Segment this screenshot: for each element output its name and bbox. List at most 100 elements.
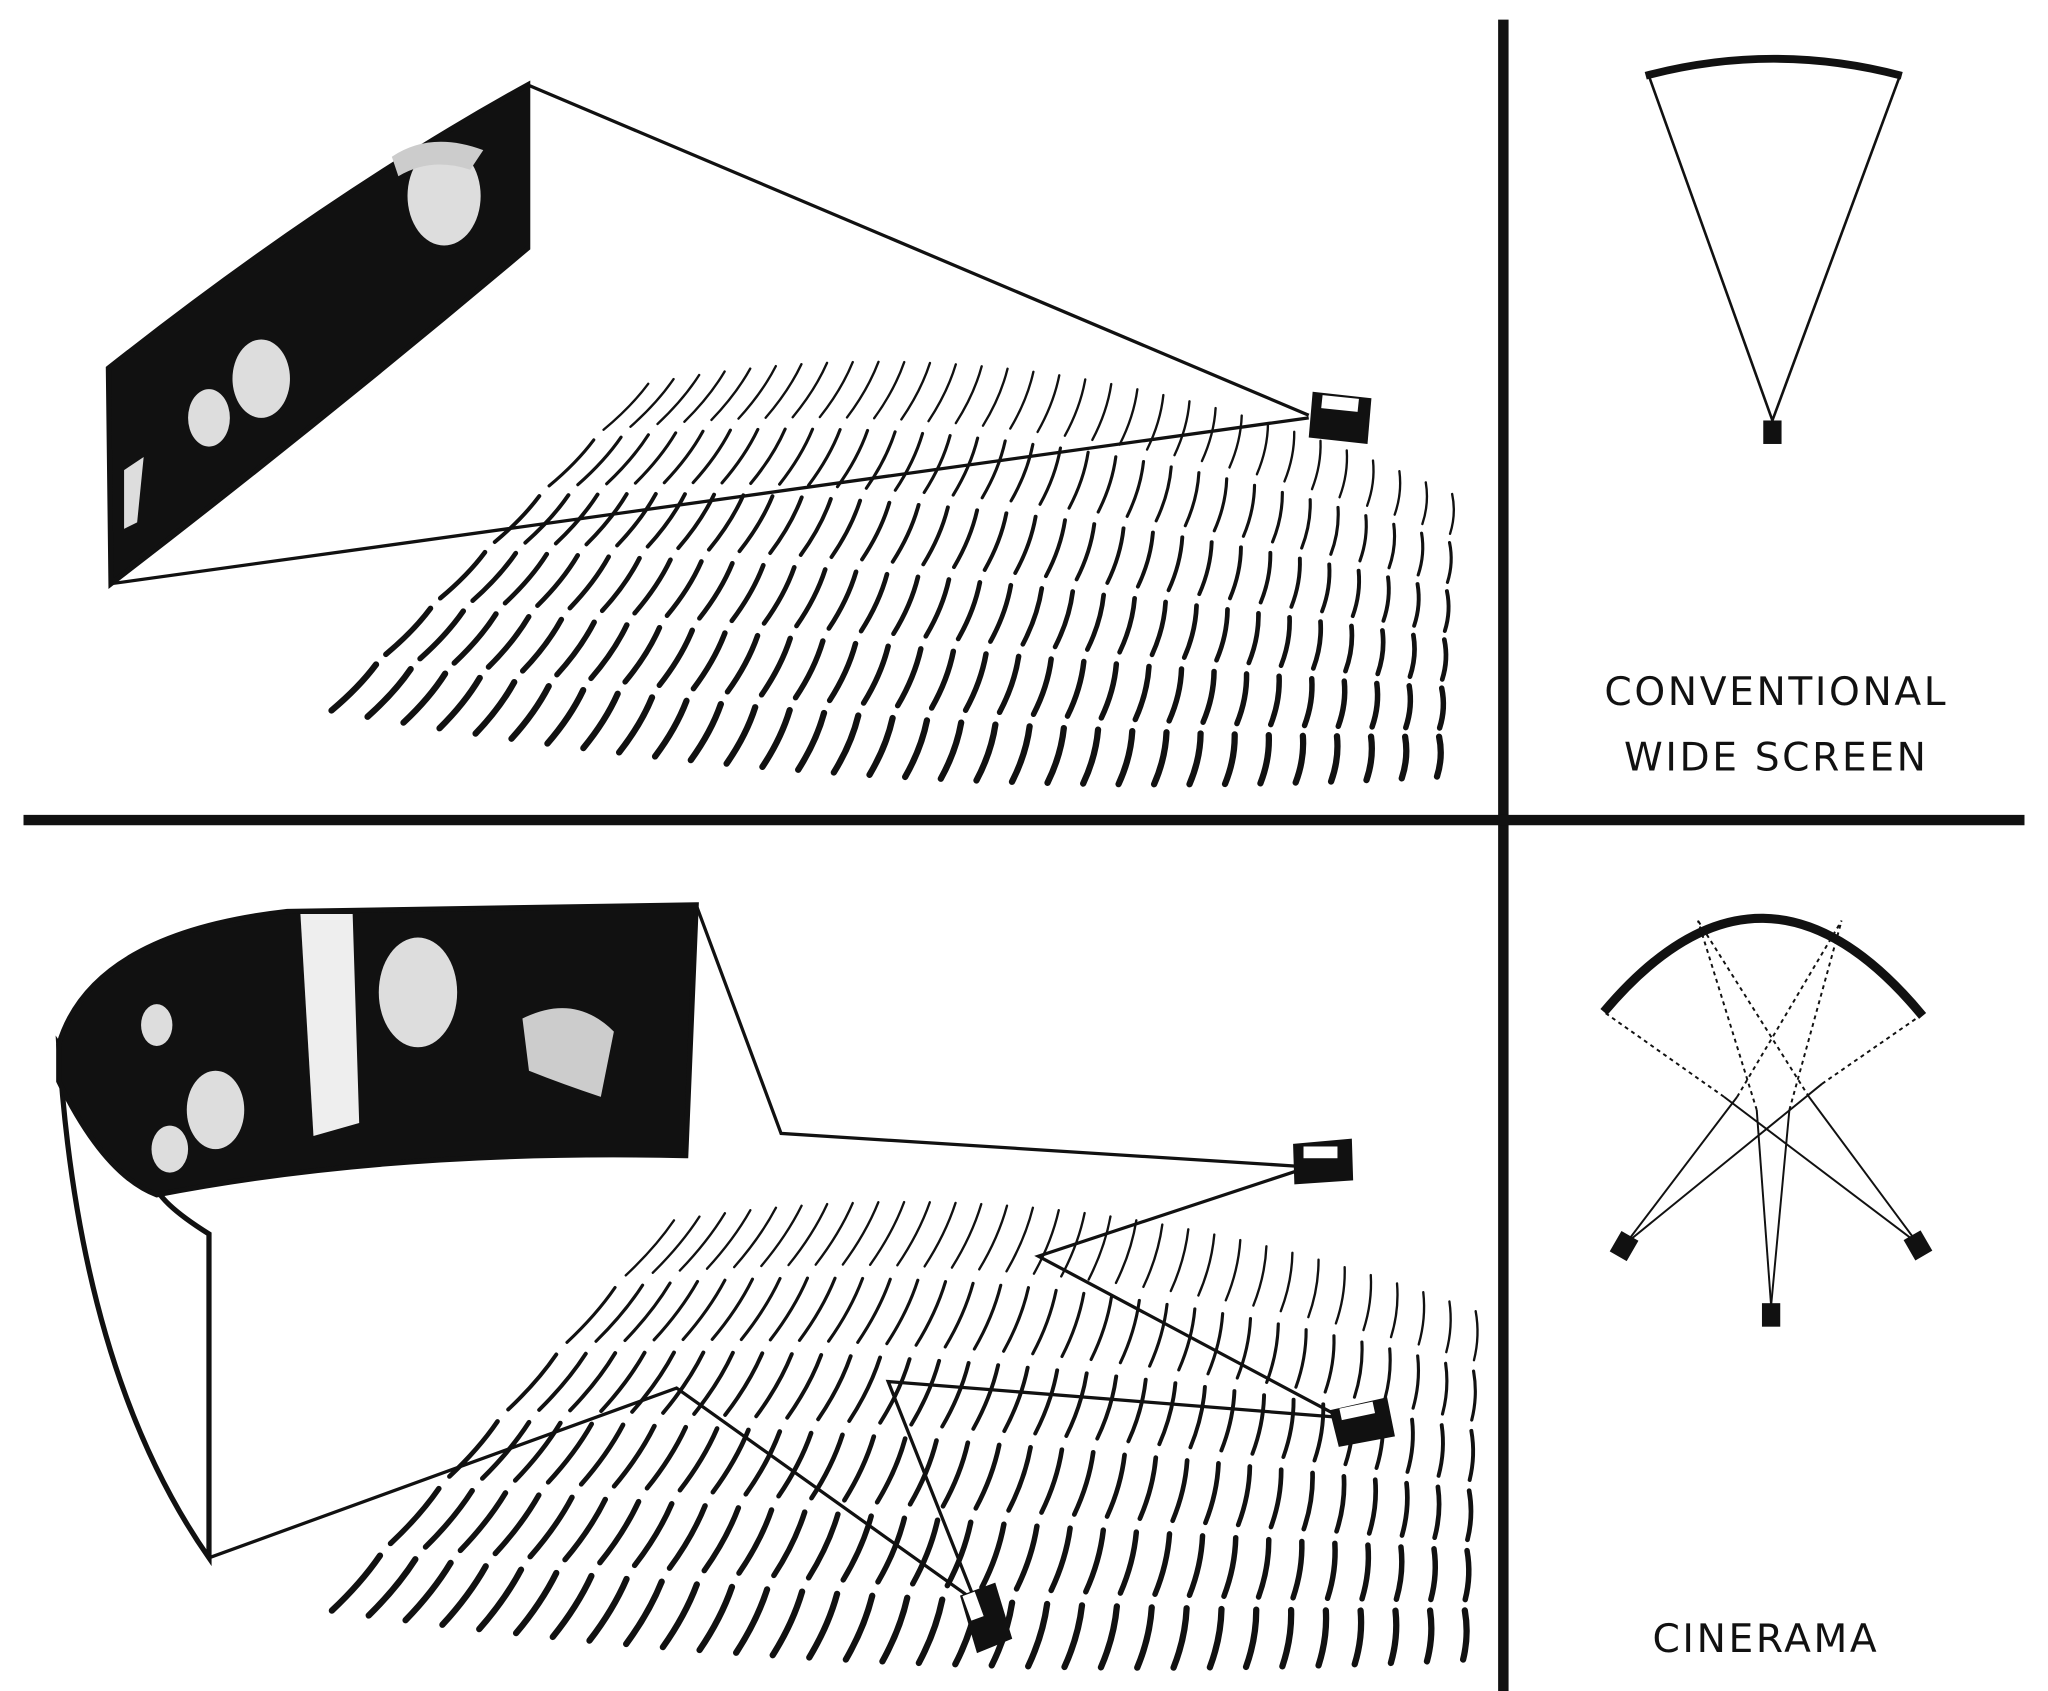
label-cinerama: CINERAMA (1652, 1617, 1879, 1662)
seat-row-mark (537, 1351, 588, 1412)
seat-row-mark (1117, 1529, 1140, 1596)
seat-row-mark (631, 1501, 675, 1569)
seat-row-mark (451, 611, 499, 666)
seat-row-mark (1132, 663, 1152, 723)
label-conventional: CONVENTIONAL (1604, 670, 1948, 715)
seat-row-mark (973, 1442, 1002, 1511)
seat-row-mark (864, 430, 897, 490)
seat-row-mark (842, 1434, 877, 1503)
seat-row-mark (736, 1507, 775, 1576)
seat-row-mark (978, 1204, 1009, 1271)
seat-row-mark (1432, 1484, 1442, 1541)
seat-row-mark (737, 364, 778, 420)
seat-row-mark (562, 1496, 608, 1563)
seat-row-mark (1148, 1302, 1169, 1368)
seat-row-mark (1064, 1371, 1089, 1438)
seat-row-mark (723, 704, 759, 767)
seat-row-mark (1048, 1525, 1073, 1594)
seat-row-mark (661, 1350, 706, 1415)
seat-row-mark (1335, 678, 1348, 730)
seat-row-mark (1257, 732, 1272, 787)
seat-row-mark (1154, 465, 1173, 523)
seat-row-mark (666, 1503, 708, 1571)
seat-row-mark (950, 1202, 983, 1269)
seat-row-mark (858, 571, 890, 634)
seat-row-mark (1279, 1251, 1294, 1313)
seat-row-mark (1125, 460, 1146, 518)
seat-row-mark (1052, 589, 1076, 650)
seat-row-mark (605, 433, 650, 486)
seat-row-mark (629, 377, 675, 428)
seat-row-mark (915, 1596, 946, 1667)
seat-row-mark (502, 551, 550, 606)
seat-row-mark (545, 1421, 595, 1485)
seat-row-mark (1142, 1223, 1164, 1289)
seat-row-mark (1459, 1607, 1470, 1663)
conventional-screen (105, 80, 531, 589)
seat-row-mark (982, 511, 1009, 572)
seat-row-mark (1067, 450, 1090, 510)
seat-row-mark (1362, 1273, 1373, 1332)
seat-row-mark (1214, 607, 1230, 663)
seat-row-mark (1030, 656, 1054, 718)
seat-row-mark (816, 1354, 853, 1422)
seat-row-mark (1329, 505, 1340, 556)
seat-row-mark (1118, 388, 1139, 446)
seat-row-mark (1246, 610, 1261, 666)
seat-row-mark (1359, 1542, 1372, 1602)
projector-icon (1761, 1303, 1781, 1327)
seat-row-mark (1087, 1215, 1112, 1281)
seat-row-mark (632, 557, 673, 616)
seat-row-mark (1417, 1291, 1426, 1346)
seat-row-mark (1382, 1347, 1392, 1405)
seat-row-mark (1405, 1417, 1415, 1474)
cinerama-seating (328, 1200, 1479, 1671)
seat-row-mark (988, 582, 1014, 644)
seat-row-mark (1060, 1291, 1086, 1359)
seat-row-mark (847, 1355, 883, 1423)
seat-row-mark (623, 1578, 665, 1648)
seat-row-mark (1255, 422, 1270, 476)
seat-row-mark (1252, 1245, 1268, 1307)
seat-row-mark (1412, 582, 1421, 628)
seat-row-mark (921, 505, 950, 567)
seat-row-mark (1436, 1423, 1445, 1478)
seat-row-mark (1398, 733, 1410, 782)
seat-row-mark (885, 1278, 920, 1346)
seat-row-mark (1366, 1477, 1379, 1536)
seat-row-mark (1032, 1209, 1060, 1275)
seat-row-mark (827, 1276, 865, 1343)
seat-row-mark (1197, 1233, 1216, 1297)
seat-row-mark (1020, 586, 1045, 647)
seat-row-mark (1375, 628, 1386, 677)
seat-row-mark (1183, 471, 1201, 528)
seat-row-mark (1013, 514, 1038, 575)
seat-row-mark (1307, 1258, 1320, 1319)
seat-row-mark (681, 1278, 727, 1342)
seat-row-mark (866, 714, 896, 778)
seat-row-mark (1114, 1219, 1138, 1285)
seat-row-mark (506, 1352, 559, 1412)
seat-row-mark (1228, 414, 1243, 469)
seat-row-mark (576, 435, 623, 487)
seat-row-mark (1393, 469, 1402, 516)
seat-row-mark (1235, 1464, 1253, 1528)
seat-row-mark (476, 1566, 525, 1633)
seat-row-mark (902, 717, 931, 781)
seat-row-mark (818, 360, 854, 419)
seat-row-mark (723, 1351, 765, 1417)
seat-row-mark (1268, 1467, 1284, 1530)
seat-row-mark (922, 434, 952, 494)
seat-row-mark (909, 1358, 942, 1427)
seat-row-mark (791, 361, 829, 419)
seat-row-mark (1221, 731, 1238, 788)
seat-row-mark (900, 361, 932, 421)
seat-row-mark (599, 1350, 647, 1413)
seat-row-mark (874, 1436, 908, 1505)
seat-row-mark (979, 1521, 1007, 1591)
seat-row-mark (1381, 575, 1391, 623)
seat-row-mark (677, 1426, 720, 1493)
seat-row-mark (1013, 1523, 1040, 1592)
seat-row-mark (696, 1583, 736, 1654)
